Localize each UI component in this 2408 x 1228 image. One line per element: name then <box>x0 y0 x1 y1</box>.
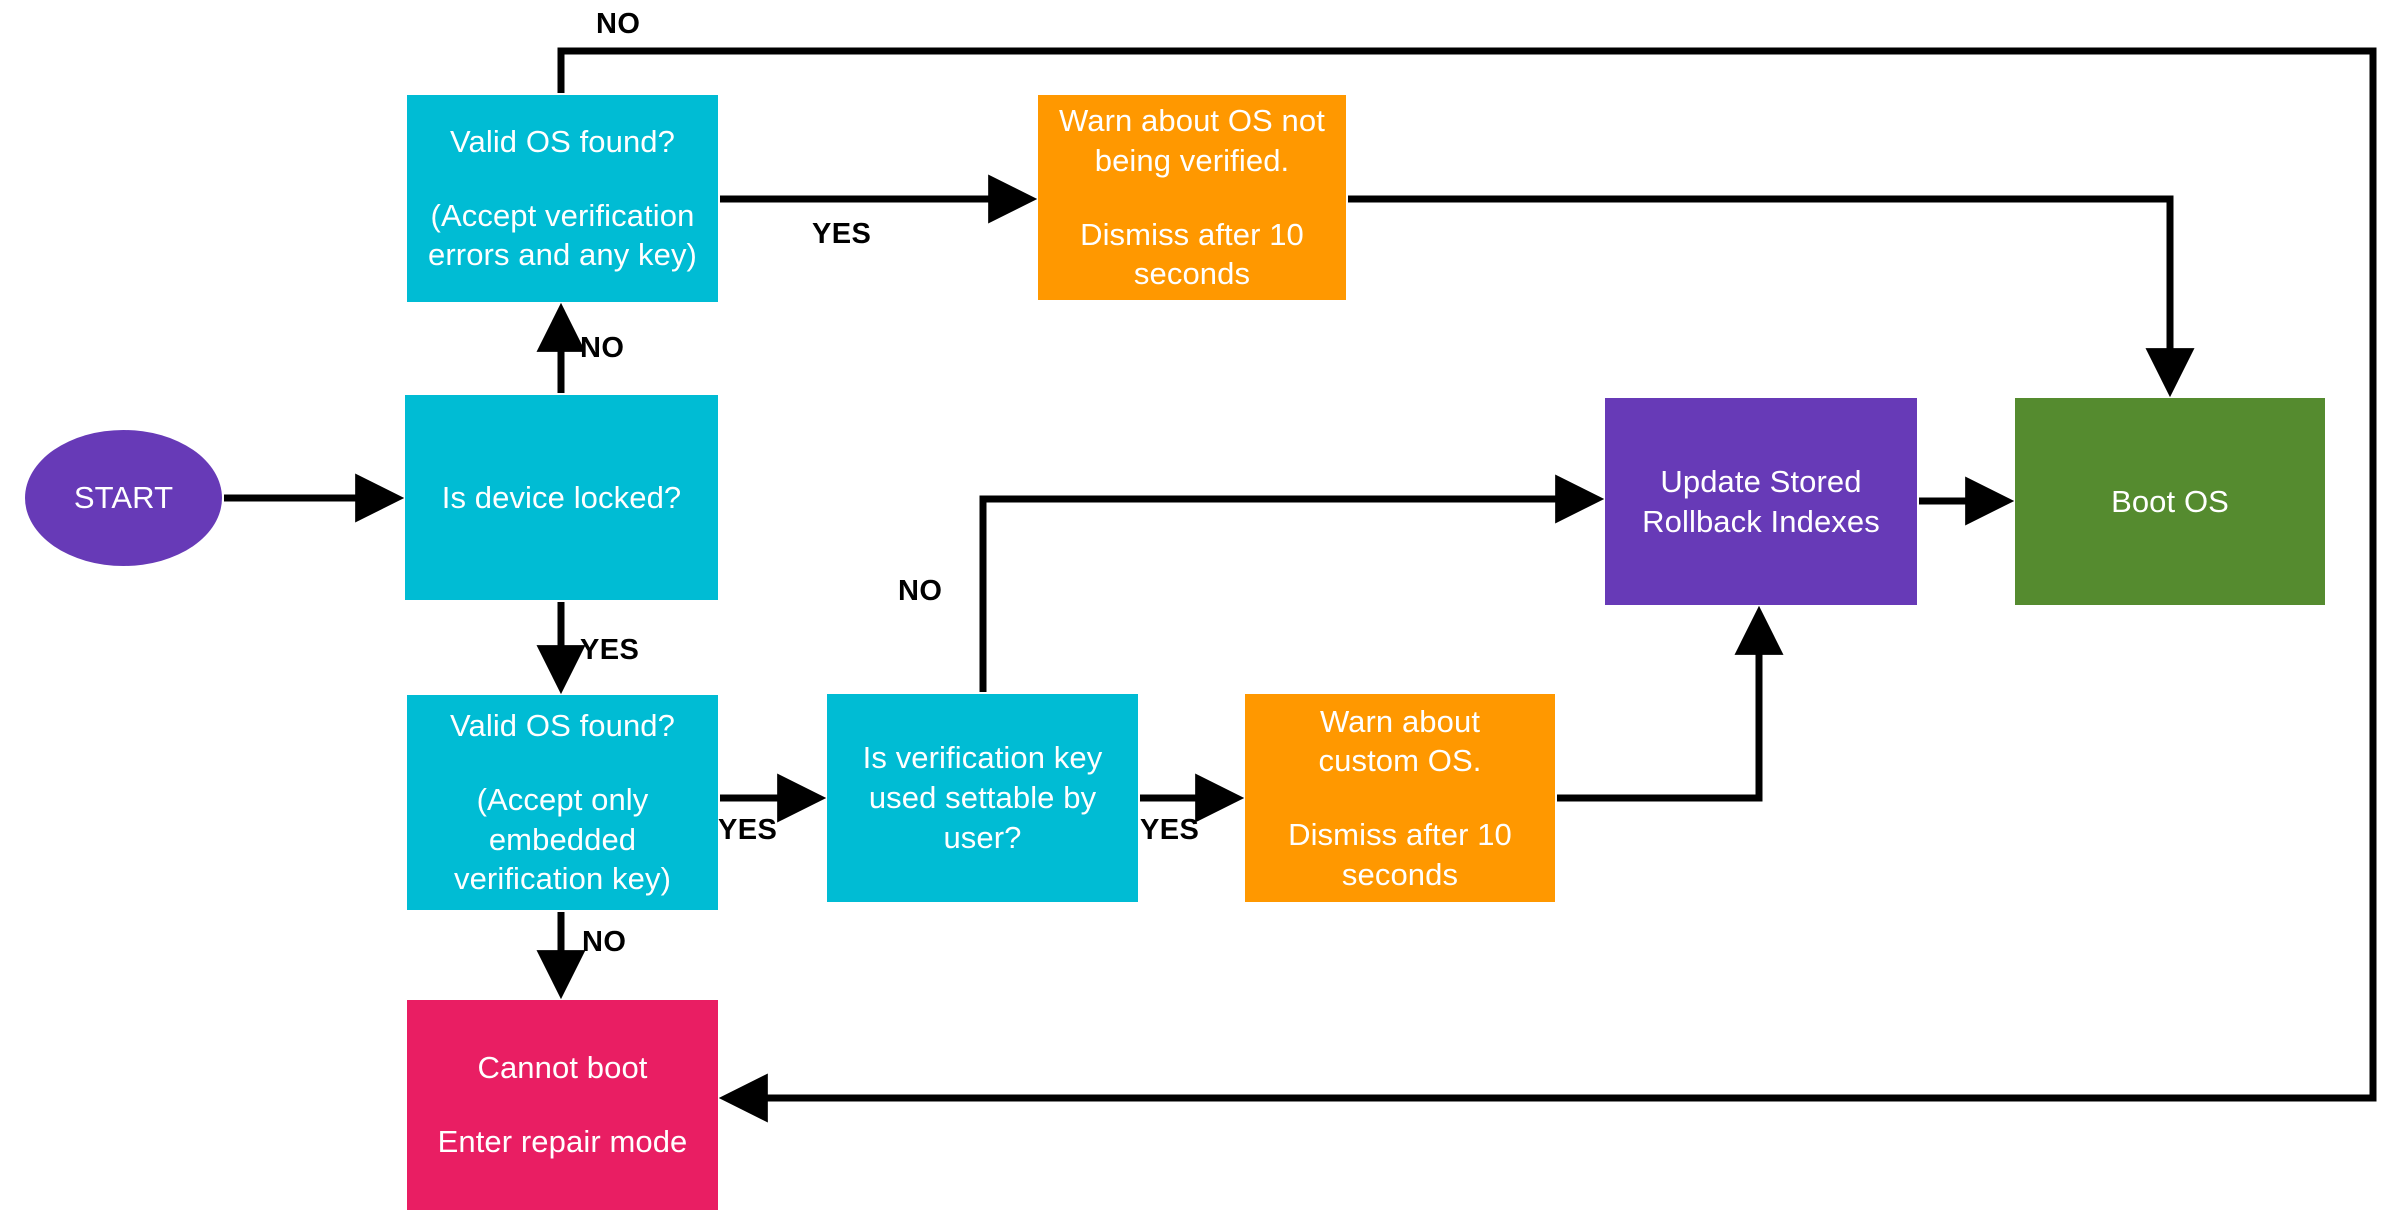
boot-os-node[interactable]: Boot OS <box>2015 398 2325 605</box>
edge-label-no-device-locked: NO <box>580 332 625 364</box>
node-line: errors and any key) <box>428 237 697 273</box>
valid-os-found-embedded-key-node[interactable]: Valid OS found? (Accept only embedded ve… <box>407 695 718 910</box>
node-line: Valid OS found? <box>450 123 675 159</box>
edge-warn-not-verified-to-boot-os <box>1348 195 2195 398</box>
node-line: Is verification key <box>862 740 1103 776</box>
edge-label-yes-valid-os-unlocked: YES <box>812 218 872 250</box>
node-line: Dismiss after 10 <box>1288 817 1512 852</box>
edge-label-yes-device-locked: YES <box>580 634 640 666</box>
edge-warn-custom-to-update-rollback <box>1557 605 1784 802</box>
edge-label-no-valid-os-locked: NO <box>582 926 627 958</box>
edge-label-no-verification-key: NO <box>898 575 943 607</box>
node-line: used settable by <box>868 780 1097 816</box>
node-line: Update Stored <box>1660 463 1862 499</box>
node-line: seconds <box>1341 856 1459 892</box>
start-node[interactable]: START <box>25 430 222 566</box>
warn-os-not-verified-node[interactable]: Warn about OS not being verified. Dismis… <box>1038 95 1346 300</box>
is-device-locked-node[interactable]: Is device locked? <box>405 395 718 600</box>
edge-label-no-top-return: NO <box>596 8 641 40</box>
node-line: Dismiss after 10 <box>1080 216 1304 252</box>
node-line: verification key) <box>453 861 672 897</box>
node-line: Cannot boot <box>477 1050 648 1086</box>
is-verification-key-settable-node[interactable]: Is verification key used settable by use… <box>827 694 1138 902</box>
node-line: Valid OS found? <box>450 708 675 744</box>
node-line: Enter repair mode <box>437 1124 688 1159</box>
warn-custom-os-node[interactable]: Warn about custom OS. Dismiss after 10 s… <box>1245 694 1555 902</box>
node-line: Rollback Indexes <box>1642 503 1880 539</box>
node-line: being verified. <box>1094 142 1290 178</box>
cannot-boot-node[interactable]: Cannot boot Enter repair mode <box>407 1000 718 1210</box>
edge-label-yes-valid-os-locked: YES <box>718 814 778 846</box>
node-line: seconds <box>1133 256 1251 292</box>
update-stored-rollback-indexes-node[interactable]: Update Stored Rollback Indexes <box>1605 398 1917 605</box>
node-line: Is device locked? <box>441 479 682 515</box>
node-line: (Accept only <box>476 781 649 817</box>
edge-label-yes-custom-os: YES <box>1140 814 1200 846</box>
node-line: Boot OS <box>2111 483 2229 519</box>
node-line: user? <box>943 819 1022 855</box>
node-line: Warn about <box>1319 703 1481 739</box>
start-node-label: START <box>73 480 174 516</box>
edge-key-no-to-update-rollback <box>979 474 1605 692</box>
valid-os-found-any-key-node[interactable]: Valid OS found? (Accept verification err… <box>407 95 718 302</box>
node-line: Warn about OS not <box>1059 103 1325 139</box>
node-line: (Accept verification <box>430 197 695 233</box>
node-line: embedded <box>488 821 637 857</box>
node-line: custom OS. <box>1318 743 1482 779</box>
